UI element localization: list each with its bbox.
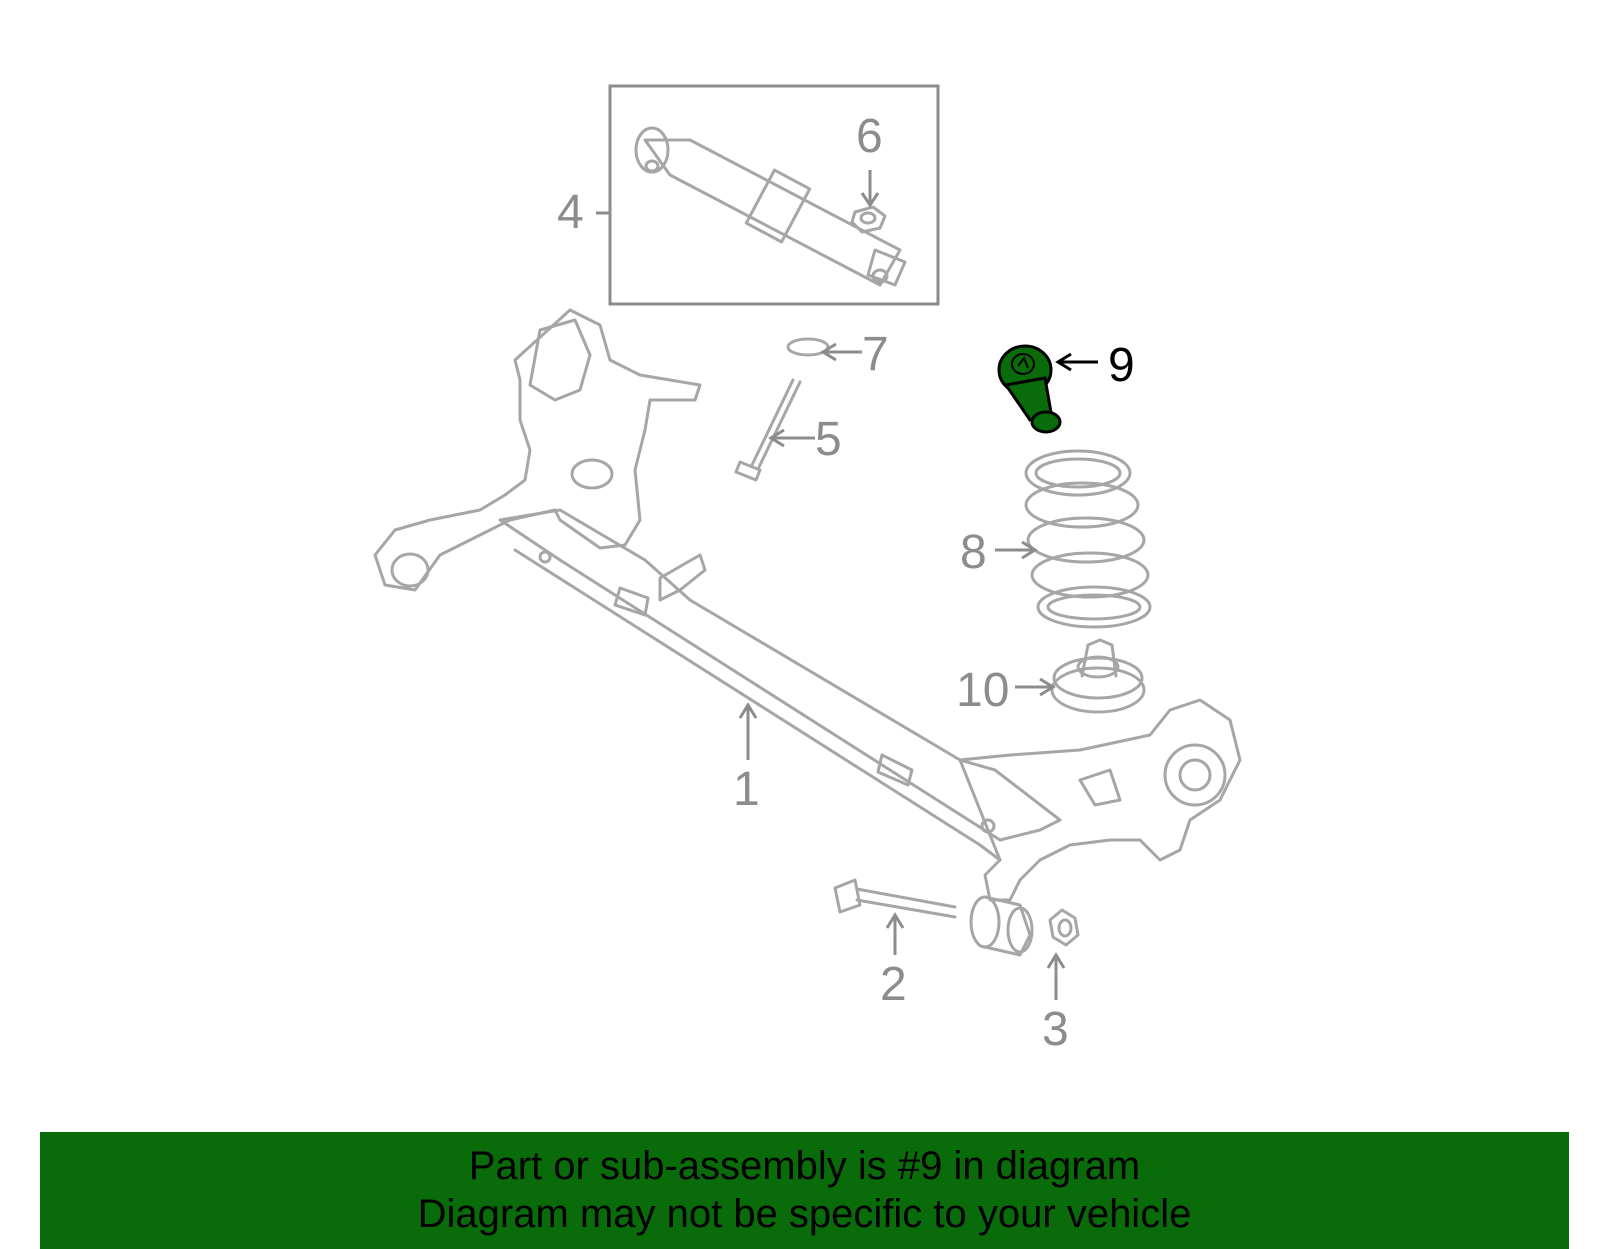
callout-2: 2 [880,958,907,1011]
callout-10: 10 [956,664,1009,717]
callout-3: 3 [1042,1003,1069,1056]
shock-absorber-inset-frame [608,84,940,306]
leader-lines [596,170,1098,1000]
callout-1: 1 [733,763,760,816]
nut-part-6 [850,205,887,234]
bump-stop-part-9 [997,344,1062,434]
ring-part-7 [786,337,830,357]
footer-line-2: Diagram may not be specific to your vehi… [417,1192,1192,1236]
axle-beam-part-1 [373,308,1242,902]
bolt-part-5 [734,378,802,482]
callout-5: 5 [815,413,842,466]
nut-part-3 [1048,908,1080,947]
footer-banner: Part or sub-assembly is #9 in diagram Di… [40,1132,1569,1249]
callout-6: 6 [856,110,883,163]
parts-diagram: 1 2 3 4 5 6 7 8 9 10 [373,84,1242,1056]
shock-absorber-part-4 [634,126,907,287]
bushing [969,895,1034,957]
callout-8: 8 [960,526,987,579]
footer-line-1: Part or sub-assembly is #9 in diagram [468,1144,1141,1188]
bolt-part-2 [833,878,957,919]
callout-9: 9 [1108,339,1135,392]
callout-4: 4 [557,186,584,239]
coil-spring-part-8 [1024,449,1152,629]
spring-seat-part-10 [1050,638,1146,714]
callout-7: 7 [862,328,889,381]
